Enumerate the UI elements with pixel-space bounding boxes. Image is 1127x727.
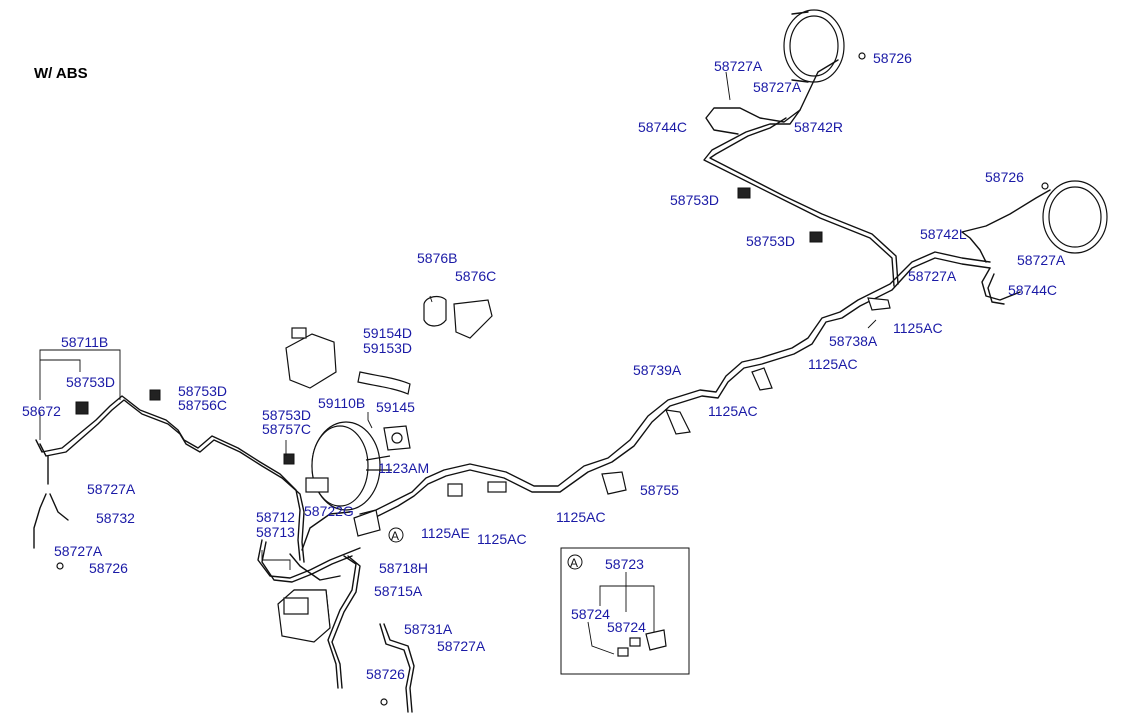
callout-58753d-mid: 58753D xyxy=(746,233,795,249)
brake-pipes xyxy=(33,59,1051,713)
callout-58753d-clip: 58753D xyxy=(178,383,227,399)
diagram-title: W/ ABS xyxy=(34,65,88,82)
rear-drum-right xyxy=(1042,180,1108,254)
callout-labels: 58726 58727A 58727A 58744C 58742R 58753D… xyxy=(22,50,1066,682)
callout-58726-bottom: 58726 xyxy=(366,666,405,682)
booster-gasket xyxy=(383,425,411,451)
callout-1125ac-4: 1125AC xyxy=(477,531,527,547)
callout-58753d-top: 58753D xyxy=(670,192,719,208)
callout-58732: 58732 xyxy=(96,510,135,526)
callout-1125ac-1: 1125AC xyxy=(893,320,943,336)
callout-58727a-left: 58727A xyxy=(87,481,136,497)
callout-1125ac-2: 1125AC xyxy=(808,356,858,372)
callout-59153d: 59153D xyxy=(363,340,412,356)
callout-59154d: 59154D xyxy=(363,325,412,341)
callout-58726-rr-top: 58726 xyxy=(873,50,912,66)
callout-58744c-top: 58744C xyxy=(638,119,687,135)
leader-lines xyxy=(39,71,877,570)
pipe-clips xyxy=(56,52,1049,706)
callout-58744c-right: 58744C xyxy=(1008,282,1057,298)
master-cylinder-reservoir xyxy=(285,327,337,389)
callout-58727a-left-2: 58727A xyxy=(54,543,103,559)
detail-label-58724-b: 58724 xyxy=(607,619,646,635)
detail-label-58724-a: 58724 xyxy=(571,606,610,622)
callout-58742l: 58742L xyxy=(920,226,967,242)
callout-1125ac-3: 1125AC xyxy=(708,403,758,419)
detail-label-58723: 58723 xyxy=(605,556,644,572)
callout-58713: 58713 xyxy=(256,524,295,540)
callout-58756c: 58756C xyxy=(178,397,227,413)
vacuum-hose xyxy=(357,371,411,395)
callout-58757c: 58757C xyxy=(262,421,311,437)
hose-bracket xyxy=(423,295,493,339)
callout-1123am: 1123AM xyxy=(378,460,429,476)
detail-box-marker: A xyxy=(570,556,578,570)
detail-box-a: A 58723 58724 58724 xyxy=(560,547,690,675)
callout-58672: 58672 xyxy=(22,403,61,419)
callout-58727a-top-2: 58727A xyxy=(753,79,802,95)
callout-5876b: 5876B xyxy=(417,250,457,266)
callout-58731a: 58731A xyxy=(404,621,453,637)
callout-58739a: 58739A xyxy=(633,362,682,378)
callout-58712: 58712 xyxy=(256,509,295,525)
callout-58726-rr-right: 58726 xyxy=(985,169,1024,185)
callout-58742r: 58742R xyxy=(794,119,843,135)
callout-58753d-b: 58753D xyxy=(262,407,311,423)
callout-58727a-right-1: 58727A xyxy=(1017,252,1066,268)
callout-58711b: 58711B xyxy=(61,334,108,350)
callout-59110b: 59110B xyxy=(318,395,365,411)
callout-58755: 58755 xyxy=(640,482,679,498)
callout-58727a-bottom: 58727A xyxy=(437,638,486,654)
callout-58753d-left: 58753D xyxy=(66,374,115,390)
brake-booster xyxy=(305,421,392,511)
callout-58738a: 58738A xyxy=(829,333,878,349)
callout-58722g: 58722G xyxy=(304,503,354,519)
marker-a-circle xyxy=(388,527,404,543)
callout-58726-left: 58726 xyxy=(89,560,128,576)
rear-drum-top xyxy=(783,9,845,83)
abs-modulator xyxy=(277,589,331,643)
marker-a-label: A xyxy=(391,529,399,543)
callout-58715a: 58715A xyxy=(374,583,423,599)
callout-58727a-right-2: 58727A xyxy=(908,268,957,284)
callout-1125ae: 1125AE xyxy=(421,525,470,541)
callout-5876c: 5876C xyxy=(455,268,496,284)
callout-58718h: 58718H xyxy=(379,560,428,576)
callout-58727a-top-1: 58727A xyxy=(714,58,763,74)
callout-59145: 59145 xyxy=(376,399,415,415)
callout-1125ac-5: 1125AC xyxy=(556,509,606,525)
proportioning-valve xyxy=(353,509,381,537)
